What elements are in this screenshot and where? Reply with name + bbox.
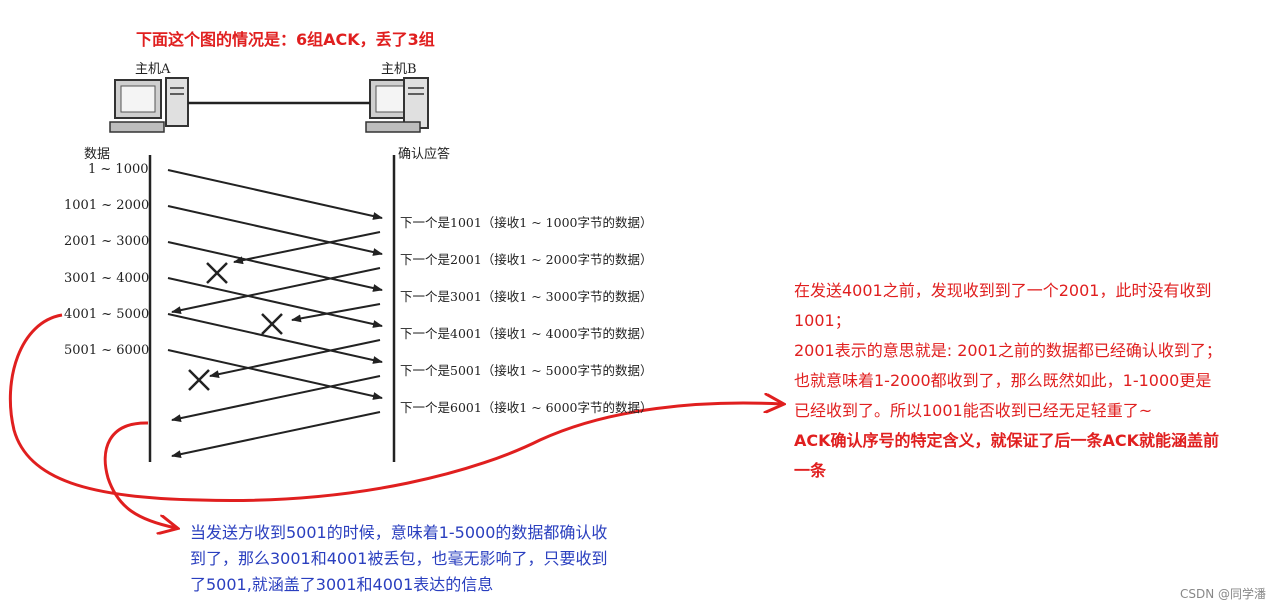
data-range-6: 5001 ~ 6000	[64, 343, 150, 358]
packet-loss-x-icon	[188, 262, 283, 391]
host-a-label: 主机A	[135, 62, 171, 77]
data-column-label: 数据	[84, 147, 111, 162]
ack-arrows	[171, 231, 381, 459]
data-range-1: 1 ~ 1000	[88, 162, 149, 177]
host-b-label: 主机B	[381, 62, 417, 77]
ack-label-6: 下一个是6001（接收1 ~ 6000字节的数据）	[400, 400, 653, 415]
right-note-line: 2001表示的意思就是: 2001之前的数据都已经确认收到了；	[794, 341, 1222, 360]
bottom-note-line: 当发送方收到5001的时候，意味着1-5000的数据都确认收	[190, 523, 608, 542]
right-note-line: 也就意味着1-2000都收到了，那么既然如此，1-1000更是	[794, 371, 1212, 390]
right-note-bold-line: ACK确认序号的特定含义，就保证了后一条ACK就能涵盖前	[794, 431, 1220, 450]
bottom-note-line: 到了，那么3001和4001被丢包，也毫无影响了，只要收到	[190, 549, 608, 568]
diagram-title: 下面这个图的情况是：6组ACK，丢了3组	[136, 30, 435, 49]
ack-label-5: 下一个是5001（接收1 ~ 5000字节的数据）	[400, 363, 653, 378]
ack-column-label: 确认应答	[398, 147, 451, 162]
bottom-note-line: 了5001,就涵盖了3001和4001表达的信息	[190, 575, 494, 594]
data-range-5: 4001 ~ 5000	[64, 307, 150, 322]
data-range-4: 3001 ~ 4000	[64, 271, 150, 286]
ack-label-3: 下一个是3001（接收1 ~ 3000字节的数据）	[400, 289, 653, 304]
red-annotation-curve	[8, 313, 782, 502]
host-b-computer-icon	[365, 77, 429, 133]
data-range-3: 2001 ~ 3000	[64, 234, 150, 249]
ack-label-2: 下一个是2001（接收1 ~ 2000字节的数据）	[400, 252, 653, 267]
right-note-line: 在发送4001之前，发现收到到了一个2001，此时没有收到	[794, 281, 1212, 300]
data-range-2: 1001 ~ 2000	[64, 198, 150, 213]
watermark: CSDN @同学潘	[1179, 587, 1266, 601]
red-annotation-curve-bottom	[103, 421, 176, 528]
right-annotation: 在发送4001之前，发现收到到了一个2001，此时没有收到 1001； 2001…	[794, 276, 1274, 486]
right-note-line: 1001；	[794, 311, 851, 330]
right-note-bold-line: 一条	[794, 461, 827, 480]
data-segment-arrows	[167, 169, 383, 400]
ack-label-4: 下一个是4001（接收1 ~ 4000字节的数据）	[400, 326, 653, 341]
right-note-line: 已经收到了。所以1001能否收到已经无足轻重了~	[794, 401, 1153, 420]
ack-label-1: 下一个是1001（接收1 ~ 1000字节的数据）	[400, 215, 653, 230]
host-a-computer-icon	[109, 77, 189, 133]
bottom-annotation: 当发送方收到5001的时候，意味着1-5000的数据都确认收 到了，那么3001…	[190, 520, 670, 598]
